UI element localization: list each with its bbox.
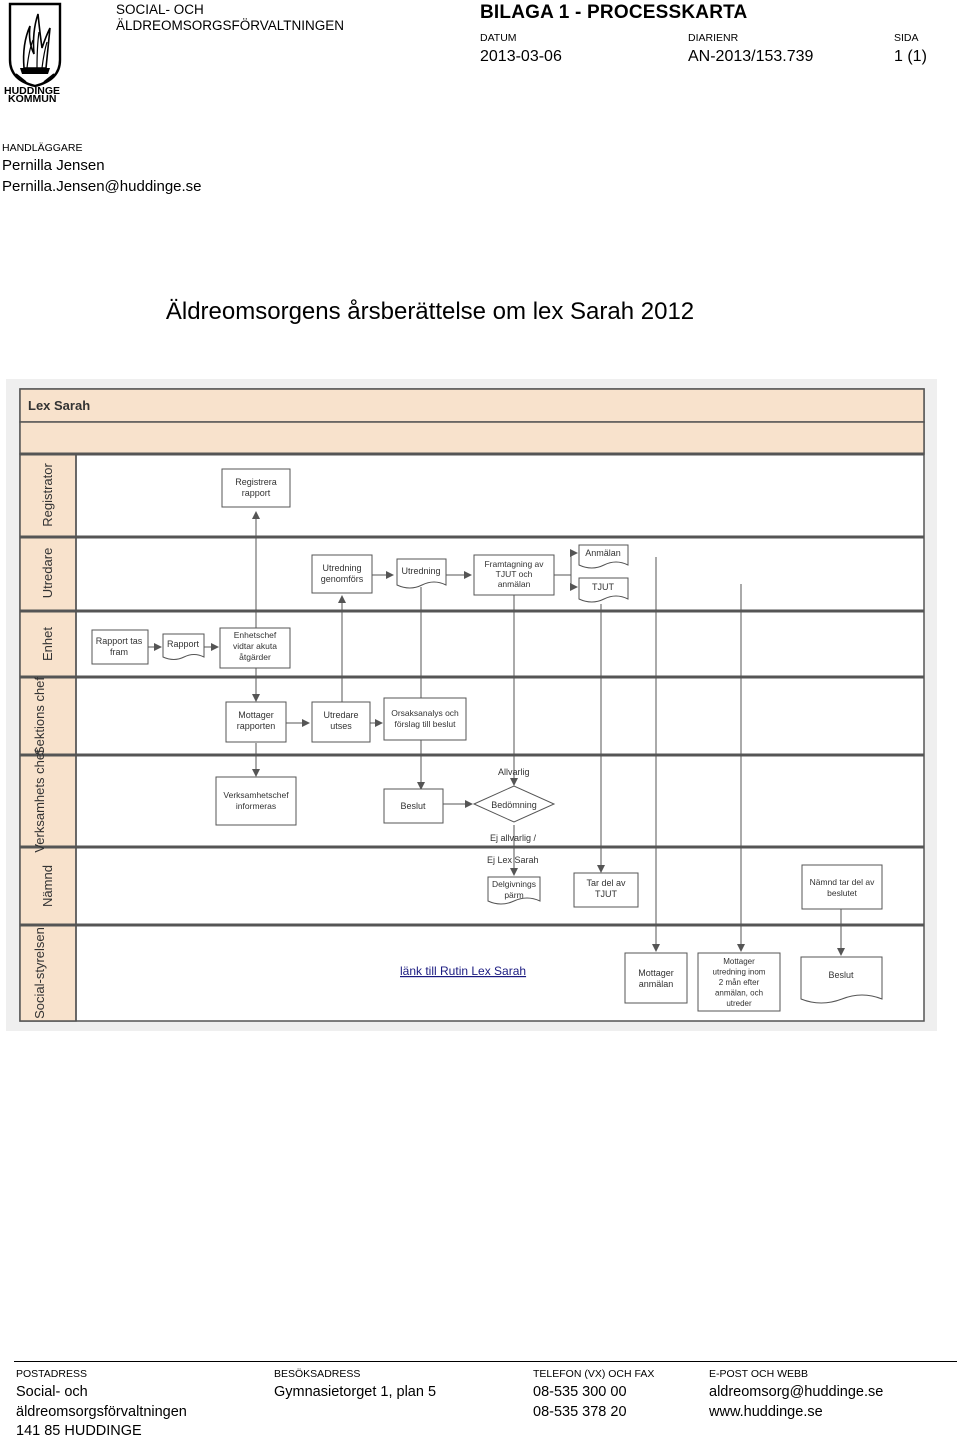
- node-enhetschef-vidtar: [219, 627, 291, 669]
- svg-text:Bedömning: Bedömning: [491, 800, 537, 810]
- lane-label-registrator: Registrator: [40, 463, 55, 527]
- svg-text:Beslut: Beslut: [400, 801, 426, 811]
- node-orsaksanalys: [383, 697, 467, 741]
- footer-post-line3: 141 85 HUDDINGE: [16, 1423, 142, 1439]
- org-line1: SOCIAL- OCH: [116, 2, 204, 17]
- handlaggare-name: Pernilla Jensen: [2, 157, 105, 174]
- lane-label-socialstyrelsen: Social-styrelsen: [32, 927, 47, 1019]
- node-framtagning: [473, 554, 555, 596]
- diagram-title-band: [19, 388, 925, 423]
- footer-post-line2: äldreomsorgsförvaltningen: [16, 1404, 187, 1420]
- node-mottager-anmalan: [624, 952, 688, 1004]
- node-rapport-document: [162, 633, 205, 660]
- link-rutin-lex-sarah: länk till Rutin Lex Sarah: [400, 964, 526, 978]
- footer-web-label: E-POST OCH WEBB: [709, 1368, 808, 1380]
- diagram-title: Lex Sarah: [28, 398, 90, 413]
- document-title: BILAGA 1 - PROCESSKARTA: [480, 2, 748, 23]
- diarienr-label: DIARIENR: [688, 32, 739, 44]
- date-label: DATUM: [480, 32, 517, 44]
- logo-text-line1: HUDDINGE: [4, 85, 60, 97]
- footer-phone-line1: 08-535 300 00: [533, 1384, 627, 1400]
- node-anmalan-document: [578, 544, 629, 569]
- svg-text:Ej allvarlig /Ej Lex Sarah: Ej allvarlig /Ej Lex Sarah: [487, 833, 539, 865]
- node-tjut-document: [578, 577, 629, 603]
- label-allvarlig: Allvarlig: [498, 767, 530, 777]
- node-utredning-document: [396, 558, 447, 589]
- logo-text-line2: KOMMUN: [8, 93, 56, 102]
- node-beslut: [383, 788, 444, 824]
- lane-label-sektionschef: Sektions chef: [32, 677, 47, 755]
- footer-visit-label: BESÖKSADRESS: [274, 1368, 361, 1380]
- footer-phone-line2: 08-535 378 20: [533, 1404, 627, 1420]
- footer-divider: [14, 1361, 957, 1362]
- svg-text:Beslut: Beslut: [828, 970, 854, 980]
- svg-text:Utredning: Utredning: [401, 566, 440, 576]
- node-namnd-tar-del: [801, 864, 883, 910]
- footer-email-link[interactable]: aldreomsorg@huddinge.se: [709, 1384, 884, 1400]
- page-value: 1 (1): [894, 48, 927, 65]
- svg-text:TJUT: TJUT: [592, 582, 614, 592]
- node-beslut-socialstyrelsen: [800, 956, 883, 1004]
- footer-website-link[interactable]: www.huddinge.se: [709, 1404, 823, 1420]
- node-bedomning: [472, 785, 556, 823]
- footer-post-line1: Social- och: [16, 1384, 88, 1400]
- handlaggare-email: Pernilla.Jensen@huddinge.se: [2, 178, 202, 195]
- handlaggare-label: HANDLÄGGARE: [2, 142, 83, 154]
- node-utredning-genomfors: [311, 554, 373, 594]
- node-utredare-utses: [311, 701, 371, 743]
- node-rapport-tas-fram: [91, 629, 149, 665]
- huddinge-kommun-logo: HUDDINGE KOMMUN: [4, 2, 62, 102]
- lane-label-namnd: Nämnd: [40, 865, 55, 907]
- node-registrera-rapport: [221, 468, 291, 508]
- date-value: 2013-03-06: [480, 48, 562, 65]
- node-mottager-rapporten: [225, 701, 287, 743]
- node-mottager-utredning: [697, 952, 781, 1012]
- node-verksamhetschef-informeras: [215, 776, 297, 826]
- org-line2: ÄLDREOMSORGSFÖRVALTNINGEN: [116, 18, 345, 33]
- process-diagram: Lex Sarah Registrator Utredare Enhet Sek…: [6, 379, 937, 1031]
- page-label: SIDA: [894, 32, 919, 44]
- main-title: Äldreomsorgens årsberättelse om lex Sara…: [165, 298, 695, 325]
- footer-post-label: POSTADRESS: [16, 1368, 87, 1380]
- organization-name: SOCIAL- OCH ÄLDREOMSORGSFÖRVALTNINGEN: [116, 2, 344, 34]
- footer-phone-label: TELEFON (VX) OCH FAX: [533, 1368, 655, 1380]
- lane-label-enhet: Enhet: [40, 627, 55, 661]
- node-tar-del-av-tjut: [573, 872, 639, 908]
- footer-visit-line1: Gymnasietorget 1, plan 5: [274, 1384, 437, 1400]
- diarienr-value: AN-2013/153.739: [688, 48, 814, 65]
- svg-text:Rapport: Rapport: [167, 639, 200, 649]
- svg-text:Anmälan: Anmälan: [585, 548, 621, 558]
- node-delgivnings-parm: [487, 876, 541, 905]
- lane-label-utredare: Utredare: [40, 548, 55, 599]
- lane-label-verksamhetschef: Verksamhets chef: [32, 749, 47, 853]
